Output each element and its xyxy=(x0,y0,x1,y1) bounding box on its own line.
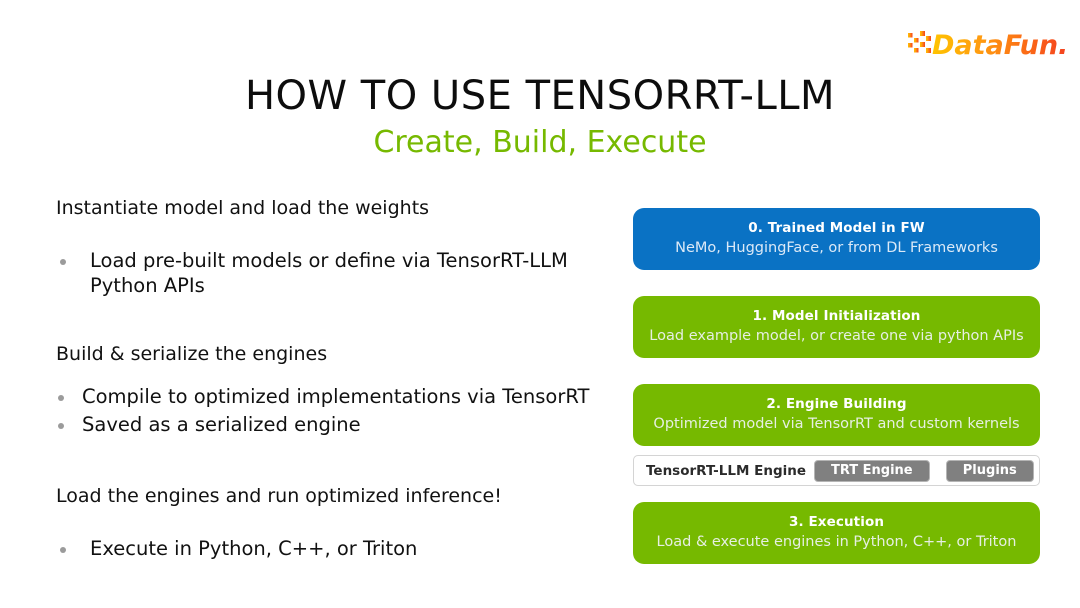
stage-box-model-initialization: 1. Model Initialization Load example mod… xyxy=(633,296,1040,358)
text-group-build: Build & serialize the engines Compile to… xyxy=(56,342,636,438)
list-item: Execute in Python, C++, or Triton xyxy=(56,537,636,562)
list-item-label: Load pre-built models or define via Tens… xyxy=(90,248,568,297)
slide-title: HOW TO USE TENSORRT-LLM xyxy=(244,73,836,119)
list-item-label: Compile to optimized implementations via… xyxy=(82,384,590,408)
list-item-label: Execute in Python, C++, or Triton xyxy=(90,536,418,560)
engine-bar-label: TensorRT-LLM Engine xyxy=(646,462,806,479)
stage-subtitle: Optimized model via TensorRT and custom … xyxy=(653,416,1020,433)
stage-title: 0. Trained Model in FW xyxy=(748,220,925,237)
stage-title: 3. Execution xyxy=(788,514,885,531)
list-item: Load pre-built models or define via Tens… xyxy=(56,249,636,299)
stage-subtitle: NeMo, HuggingFace, or from DL Frameworks xyxy=(675,240,998,257)
stage-box-engine-building: 2. Engine Building Optimized model via T… xyxy=(633,384,1040,446)
list-item: Compile to optimized implementations via… xyxy=(56,385,636,410)
text-group-execute: Load the engines and run optimized infer… xyxy=(56,484,636,562)
section-heading-build: Build & serialize the engines xyxy=(56,343,328,365)
slide-subtitle: Create, Build, Execute xyxy=(373,125,707,160)
list-item-label: Saved as a serialized engine xyxy=(82,412,361,436)
chip-trt-engine: TRT Engine xyxy=(814,459,930,482)
engine-bar: TensorRT-LLM Engine TRT Engine Plugins xyxy=(633,455,1040,486)
section-heading-instantiate: Instantiate model and load the weights xyxy=(56,197,430,219)
workflow-diagram: 0. Trained Model in FW NeMo, HuggingFace… xyxy=(633,208,1040,564)
datafun-logo: DataFun. xyxy=(908,24,1068,64)
stage-title: 1. Model Initialization xyxy=(752,308,921,325)
stage-box-execution: 3. Execution Load & execute engines in P… xyxy=(633,502,1040,564)
text-group-instantiate: Instantiate model and load the weights L… xyxy=(56,196,636,299)
chip-plugins: Plugins xyxy=(945,459,1034,482)
stage-subtitle: Load & execute engines in Python, C++, o… xyxy=(656,534,1017,551)
stage-box-trained-model: 0. Trained Model in FW NeMo, HuggingFace… xyxy=(633,208,1040,270)
stage-subtitle: Load example model, or create one via py… xyxy=(649,328,1024,345)
section-heading-execute: Load the engines and run optimized infer… xyxy=(56,485,502,507)
bullet-dot-icon xyxy=(60,546,66,553)
bullet-dot-icon xyxy=(60,258,66,265)
svg-text:DataFun.: DataFun. xyxy=(932,30,1068,61)
list-item: Saved as a serialized engine xyxy=(56,413,636,438)
bullet-dot-icon xyxy=(58,394,64,401)
stage-title: 2. Engine Building xyxy=(766,396,907,413)
bullet-dot-icon xyxy=(58,422,64,429)
